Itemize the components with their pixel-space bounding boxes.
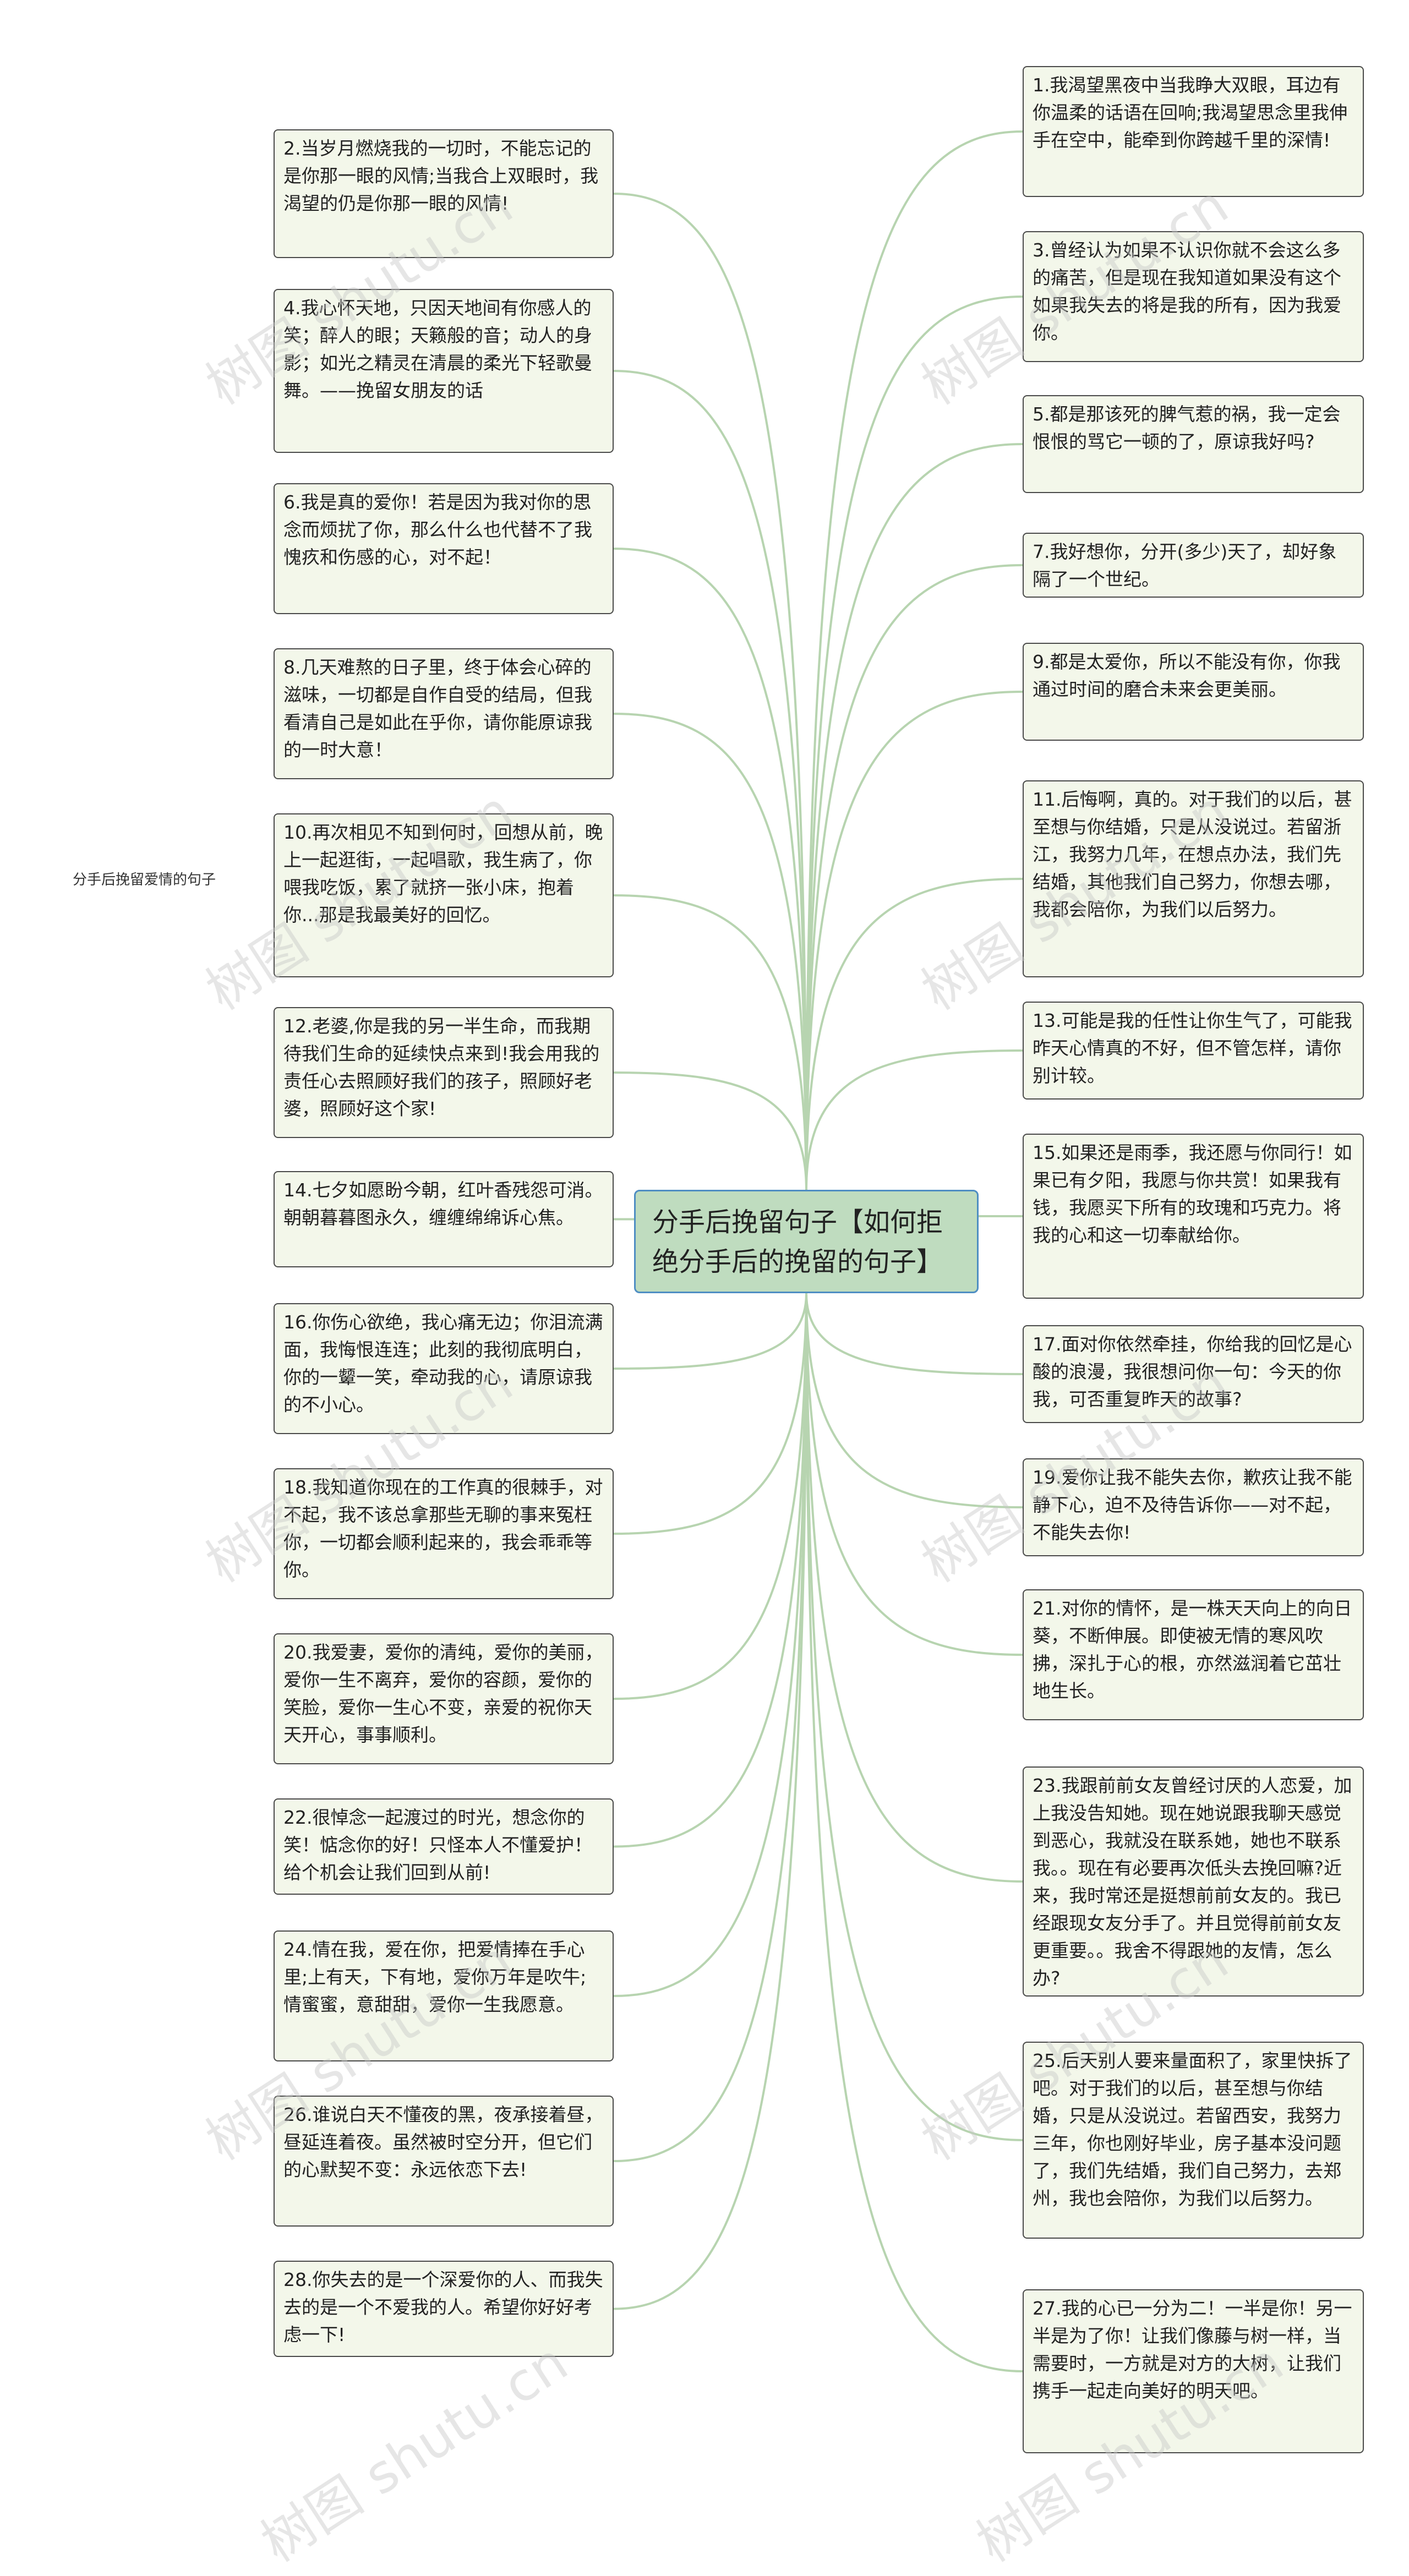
- left-topic-13[interactable]: 26.谁说白天不懂夜的黑，夜承接着昼，昼延连着夜。虽然被时空分开，但它们的心默契…: [274, 2096, 614, 2227]
- link-right-3: [805, 443, 1023, 1190]
- right-topic-6[interactable]: 11.后悔啊，真的。对于我们的以后，甚至想与你结婚，只是从没说过。若留浙江，我努…: [1023, 780, 1364, 977]
- link-right-13: [805, 1293, 1023, 2141]
- link-left-13: [613, 1293, 807, 2162]
- left-topic-8[interactable]: 16.你伤心欲绝，我心痛无边；你泪流满面，我悔恨连连；此刻的我彻底明白，你的一颦…: [274, 1303, 614, 1434]
- left-topic-6[interactable]: 12.老婆,你是我的另一半生命，而我期待我们生命的延续快点来到!我会用我的责任心…: [274, 1007, 614, 1138]
- link-left-10: [613, 1293, 807, 1700]
- left-topic-4[interactable]: 8.几天难熬的日子里，终于体会心碎的滋味，一切都是自作自受的结局，但我看清自己是…: [274, 648, 614, 779]
- right-topic-13[interactable]: 25.后天别人要来量面积了，家里快拆了吧。对于我们的以后，甚至想与你结婚，只是从…: [1023, 2042, 1364, 2239]
- link-left-2: [613, 370, 807, 1190]
- link-left-12: [613, 1293, 807, 1997]
- link-left-11: [613, 1293, 807, 1848]
- link-left-5: [613, 894, 807, 1190]
- link-right-2: [805, 296, 1023, 1190]
- right-topic-2[interactable]: 3.曾经认为如果不认识你就不会这么多的痛苦，但是现在我知道如果没有这个如果我失去…: [1023, 231, 1364, 362]
- link-right-1: [805, 130, 1023, 1190]
- left-topic-3[interactable]: 6.我是真的爱你！若是因为我对你的思念而烦扰了你，那么什么也代替不了我愧疚和伤感…: [274, 483, 614, 614]
- right-topic-14[interactable]: 27.我的心已一分为二！一半是你！另一半是为了你！让我们像藤与树一样，当需要时，…: [1023, 2289, 1364, 2453]
- link-left-4: [613, 713, 807, 1190]
- right-topic-11[interactable]: 21.对你的情怀，是一株天天向上的向日葵，不断伸展。即使被无情的寒风吹拂，深扎于…: [1023, 1589, 1364, 1720]
- left-topic-10[interactable]: 20.我爱妻，爱你的清纯，爱你的美丽，爱你一生不离弃，爱你的容颜，爱你的笑脸，爱…: [274, 1633, 614, 1764]
- left-topic-9[interactable]: 18.我知道你现在的工作真的很棘手，对不起，我不该总拿那些无聊的事来冤枉你，一切…: [274, 1468, 614, 1599]
- side-label: 分手后挽留爱情的句子: [73, 872, 216, 888]
- link-right-12: [805, 1293, 1023, 1883]
- right-topic-10[interactable]: 19.爱你让我不能失去你，歉疚让我不能静下心，迫不及待告诉你——对不起，不能失去…: [1023, 1458, 1364, 1556]
- left-topic-1[interactable]: 2.当岁月燃烧我的一切时，不能忘记的是你那一眼的风情;当我合上双眼时，我渴望的仍…: [274, 129, 614, 258]
- right-topic-3[interactable]: 5.都是那该死的脾气惹的祸，我一定会恨恨的骂它一顿的了，原谅我好吗?: [1023, 395, 1364, 493]
- left-topic-11[interactable]: 22.很悼念一起渡过的时光，想念你的笑！惦念你的好！只怪本人不懂爱护！给个机会让…: [274, 1798, 614, 1895]
- link-right-5: [805, 691, 1023, 1190]
- link-left-3: [613, 548, 807, 1190]
- left-topic-2[interactable]: 4.我心怀天地，只因天地间有你感人的笑；醉人的眼；天籁般的音；动人的身影；如光之…: [274, 289, 614, 453]
- right-topic-7[interactable]: 13.可能是我的任性让你生气了，可能我昨天心情真的不好，但不管怎样，请你别计较。: [1023, 1002, 1364, 1100]
- link-left-1: [613, 193, 807, 1190]
- right-topic-5[interactable]: 9.都是太爱你，所以不能没有你，你我通过时间的磨合未来会更美丽。: [1023, 643, 1364, 741]
- central-topic[interactable]: 分手后挽留句子【如何拒绝分手后的挽留的句子】: [634, 1190, 979, 1293]
- right-topic-1[interactable]: 1.我渴望黑夜中当我睁大双眼，耳边有你温柔的话语在回响;我渴望思念里我伸手在空中…: [1023, 66, 1364, 197]
- link-right-14: [805, 1293, 1023, 2372]
- link-right-4: [805, 564, 1023, 1190]
- link-left-9: [613, 1293, 807, 1535]
- right-topic-8[interactable]: 15.如果还是雨季，我还愿与你同行！如果已有夕阳，我愿与你共赏！如果我有钱，我愿…: [1023, 1134, 1364, 1299]
- left-topic-14[interactable]: 28.你失去的是一个深爱你的人、而我失去的是一个不爱我的人。希望你好好考虑一下!: [274, 2261, 614, 2357]
- right-topic-4[interactable]: 7.我好想你，分开(多少)天了，却好象隔了一个世纪。: [1023, 533, 1364, 598]
- link-left-6: [613, 1071, 807, 1190]
- left-topic-5[interactable]: 10.再次相见不知到何时，回想从前，晚上一起逛街，一起唱歌，我生病了，你喂我吃饭…: [274, 813, 614, 977]
- link-right-10: [805, 1293, 1023, 1508]
- link-right-11: [805, 1293, 1023, 1656]
- left-topic-12[interactable]: 24.情在我，爱在你，把爱情捧在手心里;上有天，下有地，爱你万年是吹牛;情蜜蜜，…: [274, 1930, 614, 2061]
- mind-map-links: [613, 130, 1023, 2372]
- link-left-8: [613, 1293, 807, 1370]
- right-topic-9[interactable]: 17.面对你依然牵挂，你给我的回忆是心酸的浪漫，我很想问你一句：今天的你我，可否…: [1023, 1325, 1364, 1423]
- link-right-9: [805, 1293, 1023, 1375]
- left-topic-7[interactable]: 14.七夕如愿盼今朝，红叶香残怨可消。朝朝暮暮图永久，缠缠绵绵诉心焦。: [274, 1171, 614, 1267]
- link-left-14: [613, 1293, 807, 2310]
- link-right-7: [805, 1049, 1023, 1190]
- link-right-6: [805, 878, 1023, 1190]
- right-topic-12[interactable]: 23.我跟前前女友曾经讨厌的人恋爱，加上我没告知她。现在她说跟我聊天感觉到恶心，…: [1023, 1766, 1364, 1997]
